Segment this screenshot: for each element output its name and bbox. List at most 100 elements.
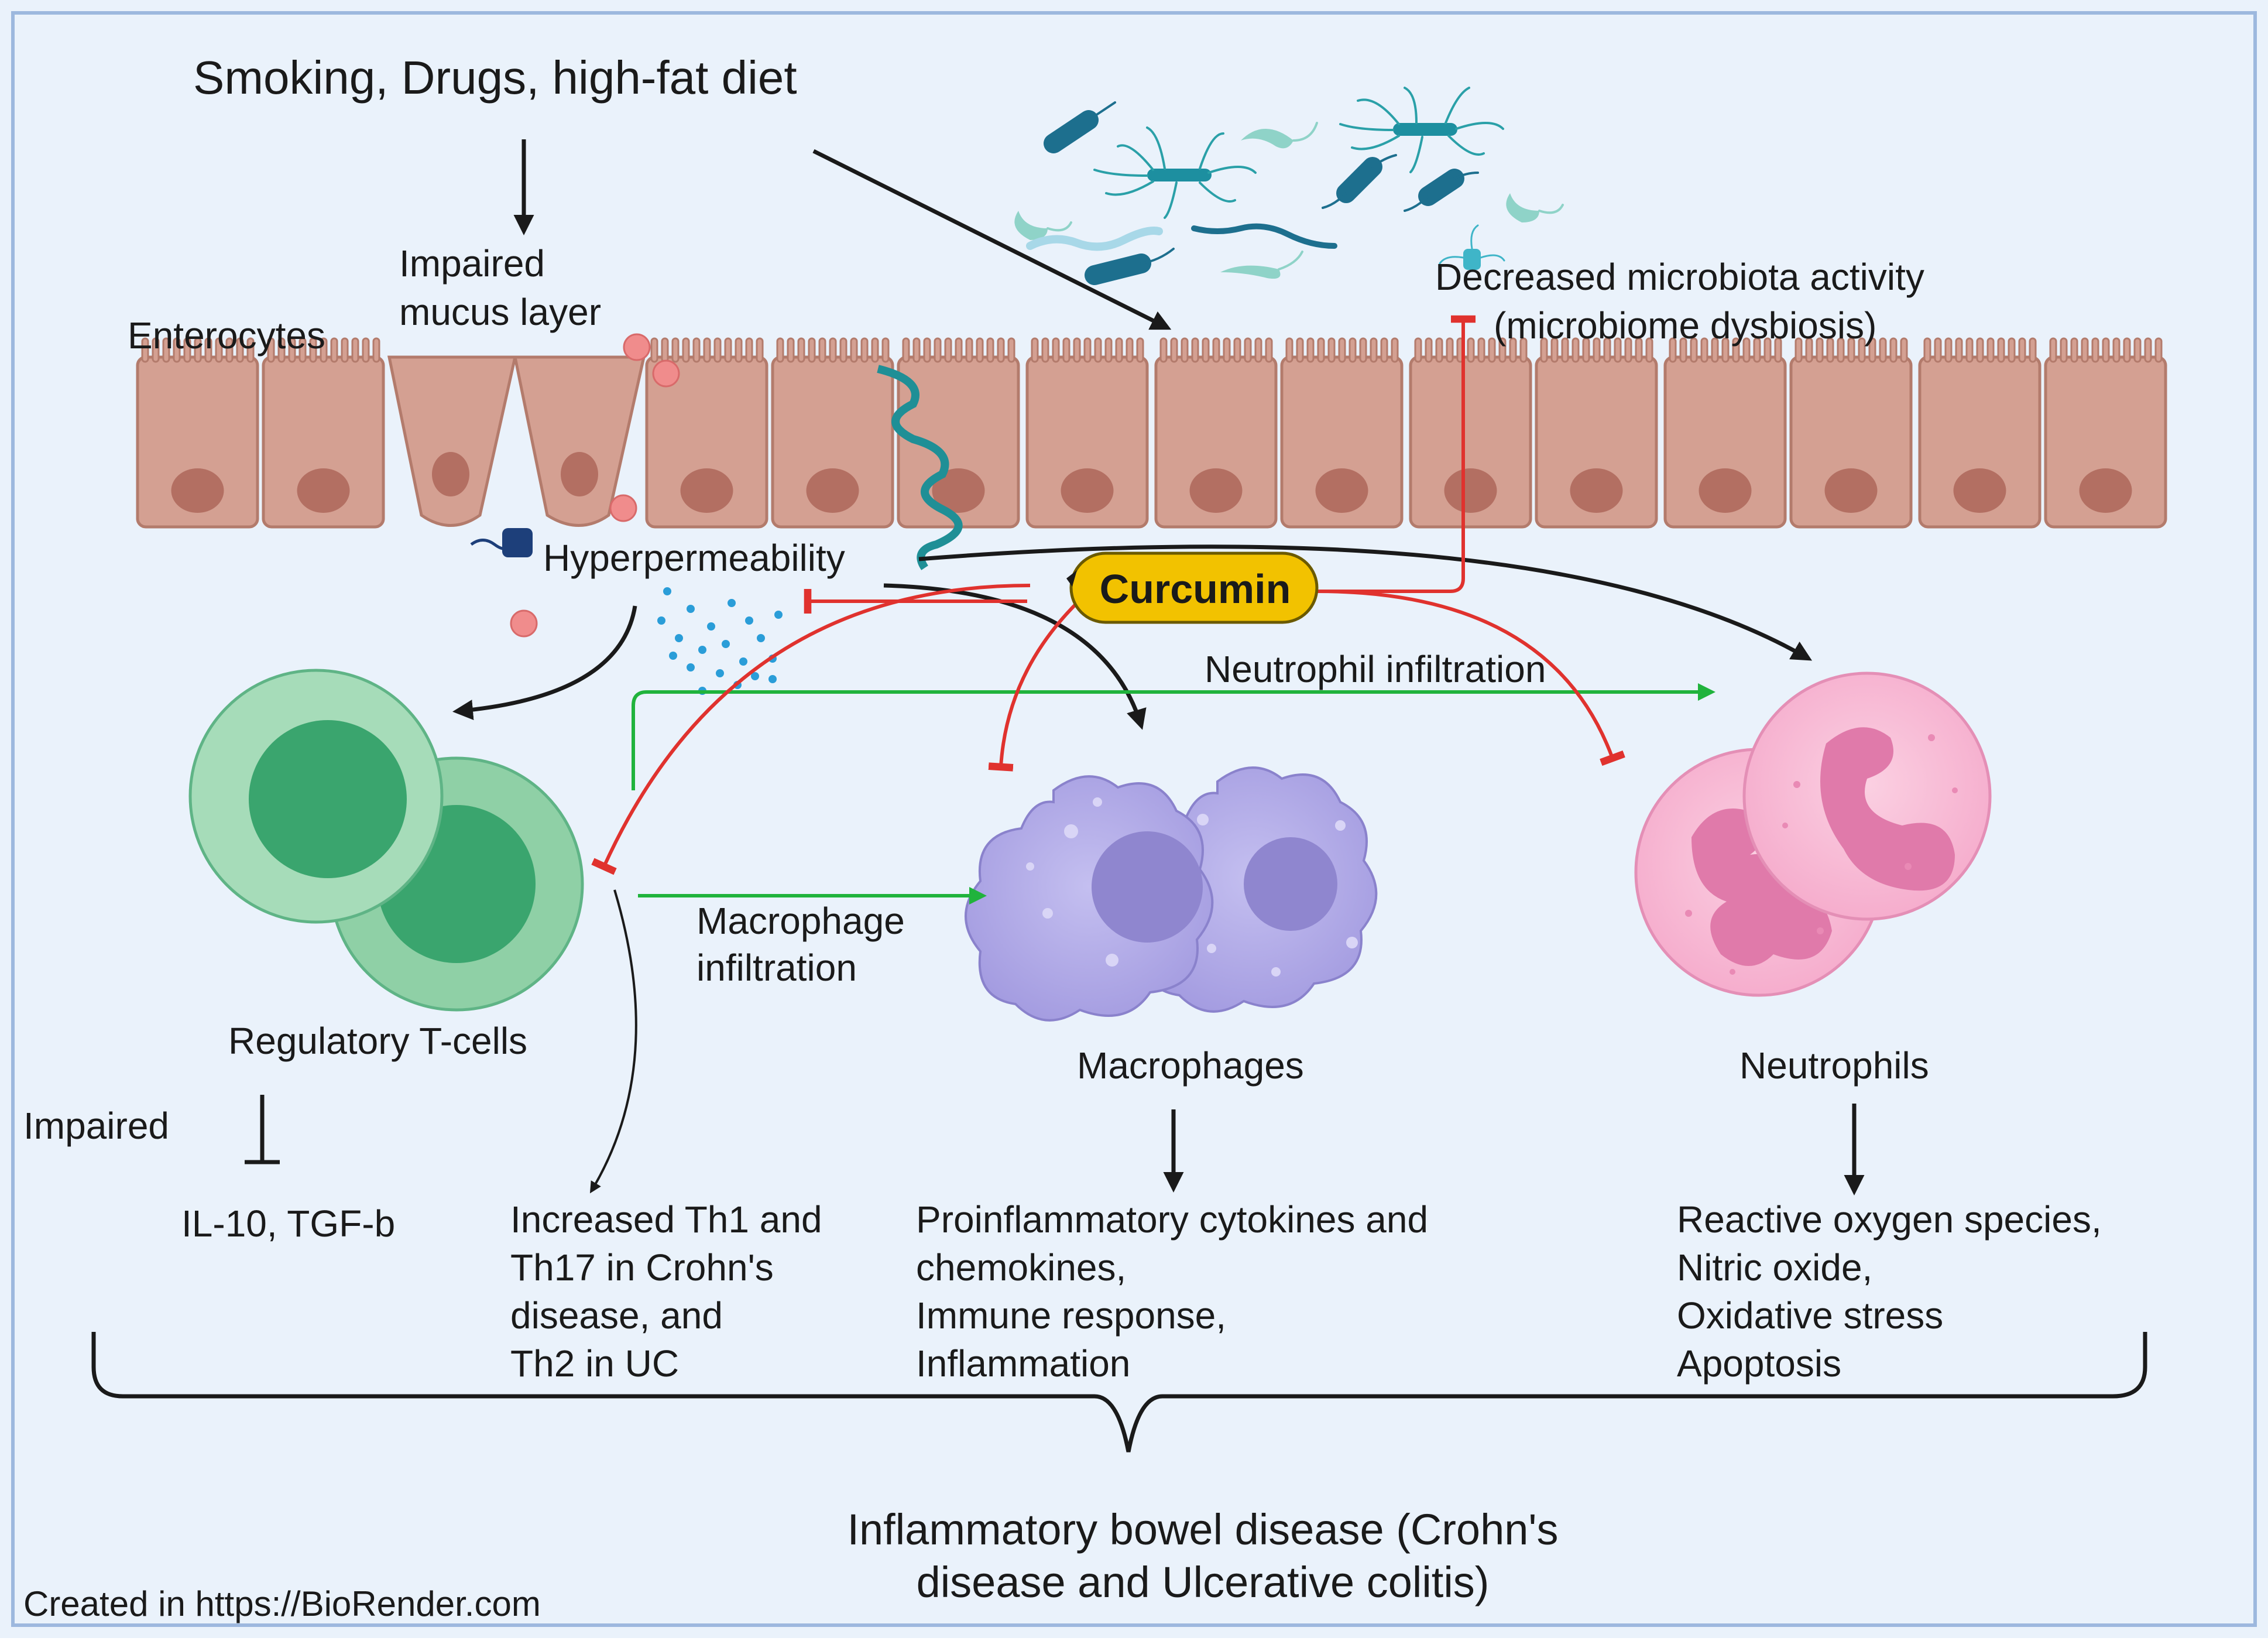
microvillus bbox=[173, 337, 181, 363]
th-cells-line-1: Increased Th1 and bbox=[510, 1198, 822, 1241]
macrophages-icon bbox=[965, 766, 1378, 1022]
microvillus bbox=[1223, 337, 1231, 363]
th-cells-line-4: Th2 in UC bbox=[510, 1342, 679, 1385]
microvillus bbox=[1690, 337, 1698, 363]
microvillus bbox=[1540, 337, 1548, 363]
arrow-to-tcells bbox=[452, 605, 637, 720]
enterocyte-nucleus bbox=[806, 468, 859, 513]
neutrophils-label: Neutrophils bbox=[1739, 1044, 1929, 1087]
microvillus bbox=[1889, 337, 1898, 363]
particle-dot bbox=[669, 652, 677, 660]
particle-dot bbox=[663, 587, 671, 595]
microvillus bbox=[330, 337, 338, 363]
microvillus bbox=[215, 337, 223, 363]
microvillus bbox=[1244, 337, 1252, 363]
enterocyte-nucleus bbox=[1570, 468, 1623, 513]
microvillus bbox=[1446, 337, 1454, 363]
microvillus bbox=[1073, 337, 1081, 363]
microvillus bbox=[1763, 337, 1772, 363]
microvillus bbox=[1955, 337, 1963, 363]
microvillus bbox=[1879, 337, 1887, 363]
microvillus bbox=[1519, 337, 1528, 363]
microvillus bbox=[1923, 337, 1931, 363]
bacteria-cluster-icon bbox=[1014, 87, 1564, 285]
ros-line-3: Oxidative stress bbox=[1677, 1294, 1943, 1337]
cytokines-line-3: Immune response, bbox=[916, 1294, 1226, 1337]
microvillus bbox=[1126, 337, 1134, 363]
microvillus bbox=[997, 337, 1005, 363]
microvillus bbox=[850, 337, 858, 363]
microvillus bbox=[1582, 337, 1590, 363]
microvillus bbox=[1104, 337, 1113, 363]
microvillus bbox=[1614, 337, 1622, 363]
microvillus bbox=[1795, 337, 1803, 363]
microvillus bbox=[1435, 337, 1443, 363]
macrophage-infiltration-label-2: infiltration bbox=[696, 947, 857, 989]
microvillus bbox=[724, 337, 732, 363]
arrow-to-th-cells bbox=[589, 889, 637, 1194]
microvillus bbox=[1900, 337, 1908, 363]
microvillus bbox=[1136, 337, 1144, 363]
particle-dot bbox=[687, 605, 695, 613]
microvillus bbox=[236, 337, 244, 363]
microvillus bbox=[246, 337, 255, 363]
microvillus bbox=[776, 337, 784, 363]
microvillus bbox=[955, 337, 963, 363]
enterocyte-nucleus bbox=[1699, 468, 1752, 513]
microvillus bbox=[225, 337, 234, 363]
microvillus bbox=[362, 337, 370, 363]
goblet-crypt-cells bbox=[387, 355, 646, 527]
inhibit-neutrophils bbox=[1316, 590, 1625, 766]
microvillus bbox=[2102, 337, 2110, 363]
microvillus bbox=[692, 337, 701, 363]
biorender-credit: Created in https://BioRender.com bbox=[23, 1584, 541, 1623]
microvillus bbox=[1742, 337, 1751, 363]
microvillus bbox=[2008, 337, 2016, 363]
enterocyte-layer bbox=[136, 337, 2167, 529]
microvillus bbox=[288, 337, 296, 363]
ibd-label-2: disease and Ulcerative colitis) bbox=[917, 1558, 1490, 1606]
regulatory-tcells-label: Regulatory T-cells bbox=[228, 1020, 527, 1062]
microvillus bbox=[2091, 337, 2099, 363]
particle-dot bbox=[768, 675, 777, 683]
microvillus bbox=[912, 337, 921, 363]
microvillus bbox=[2018, 337, 2026, 363]
enterocyte-nucleus bbox=[1444, 468, 1497, 513]
microvillus bbox=[860, 337, 869, 363]
microvillus bbox=[818, 337, 826, 363]
neutrophil-infiltration-arrow bbox=[632, 683, 1715, 790]
regulatory-tcells-icon bbox=[188, 669, 584, 1012]
microvillus bbox=[650, 337, 658, 363]
microvillus bbox=[944, 337, 952, 363]
microvillus bbox=[183, 337, 191, 363]
microvillus bbox=[1645, 337, 1653, 363]
hyperpermeability-label: Hyperpermeability bbox=[543, 537, 845, 579]
particle-dot bbox=[757, 634, 765, 642]
microvillus bbox=[351, 337, 359, 363]
cytokines-line-1: Proinflammatory cytokines and bbox=[916, 1198, 1428, 1241]
microvillus bbox=[1700, 337, 1708, 363]
junction-protein-icon bbox=[470, 528, 533, 557]
enterocyte-nucleus bbox=[2079, 468, 2132, 513]
microvillus bbox=[934, 337, 942, 363]
microvillus bbox=[1052, 337, 1060, 363]
microvillus bbox=[277, 337, 286, 363]
particle-dot bbox=[698, 646, 706, 654]
microvillus bbox=[1732, 337, 1740, 363]
curcumin-inhibition-lines bbox=[591, 315, 1625, 875]
microvillus bbox=[1212, 337, 1220, 363]
microvillus bbox=[756, 337, 764, 363]
microvillus bbox=[976, 337, 984, 363]
enterocyte-nucleus bbox=[297, 468, 350, 513]
microvillus bbox=[2070, 337, 2078, 363]
arrow-to-neutrophils bbox=[918, 544, 1813, 661]
macrophages-label: Macrophages bbox=[1077, 1044, 1304, 1087]
microvillus bbox=[1391, 337, 1399, 363]
microvillus bbox=[1094, 337, 1102, 363]
microvillus bbox=[1858, 337, 1866, 363]
microvillus bbox=[152, 337, 160, 363]
microvillus bbox=[1721, 337, 1730, 363]
neutrophil-infiltration-label: Neutrophil infiltration bbox=[1205, 648, 1546, 690]
microvillus bbox=[1711, 337, 1719, 363]
